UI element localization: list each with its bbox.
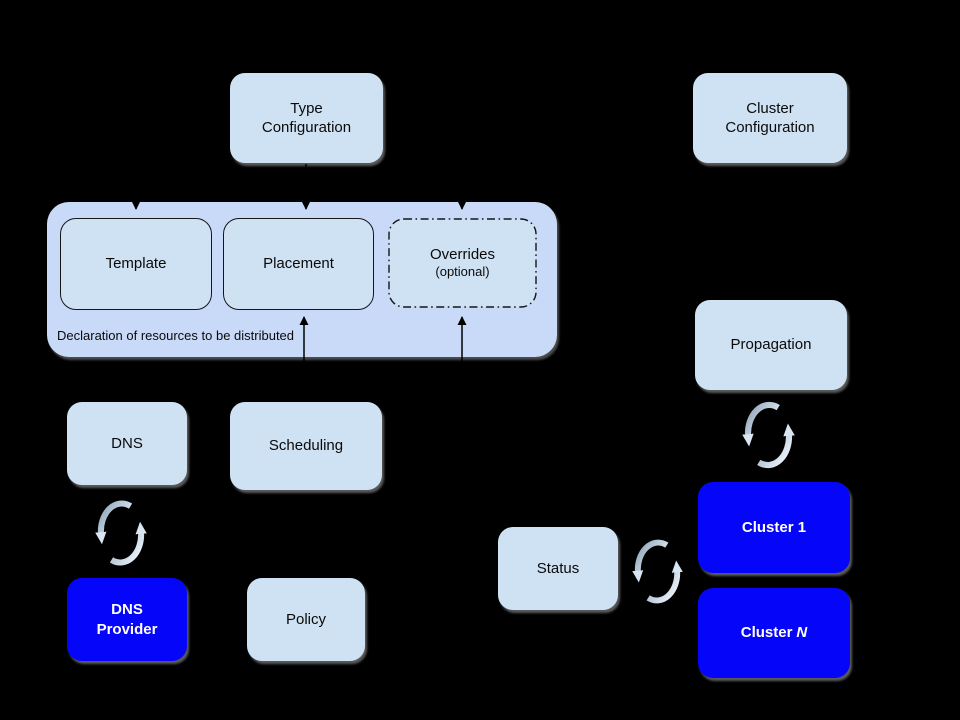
dns-label: DNS (111, 434, 143, 452)
cluster-configuration-label-line2: Configuration (725, 119, 815, 136)
type-configuration-node: Type Configuration (230, 73, 383, 163)
type-configuration-label-line1: Type (290, 99, 323, 117)
status-node: Status (498, 527, 618, 610)
placement-node: Placement (223, 218, 374, 310)
sync-arrows-icon (632, 539, 683, 604)
dns-provider-label-line1: DNS (111, 601, 143, 618)
cluster-1-node: Cluster 1 (698, 482, 850, 573)
overrides-node: Overrides (optional) (388, 218, 537, 308)
dns-provider-node: DNS Provider (67, 578, 187, 661)
cluster-configuration-label-line1: Cluster (746, 99, 794, 117)
template-node: Template (60, 218, 212, 310)
dns-provider-label-line2: Provider (96, 620, 158, 638)
status-label: Status (536, 559, 580, 577)
cluster-configuration-node: Cluster Configuration (693, 73, 847, 163)
overrides-dashdot-border (388, 218, 537, 308)
cluster-1-label: Cluster 1 (741, 518, 807, 536)
scheduling-node: Scheduling (230, 402, 382, 490)
type-configuration-label-line2: Configuration (261, 119, 352, 136)
dns-node: DNS (67, 402, 187, 485)
cluster-n-label-prefix: Cluster (740, 624, 793, 642)
scheduling-label: Scheduling (268, 437, 344, 455)
overrides-sublabel: (optional) (435, 264, 490, 280)
policy-label: Policy (285, 610, 326, 628)
overrides-label: Overrides (429, 245, 496, 263)
sync-arrows-icon (742, 401, 795, 469)
resource-declaration-caption: Declaration of resources to be distribut… (57, 328, 295, 343)
propagation-label: Propagation (730, 336, 812, 354)
policy-node: Policy (247, 578, 365, 661)
placement-label: Placement (263, 255, 334, 273)
sync-arrows-icon (95, 500, 147, 566)
template-label: Template (105, 255, 167, 273)
cluster-n-label-n: N (796, 624, 808, 642)
propagation-node: Propagation (695, 300, 847, 390)
